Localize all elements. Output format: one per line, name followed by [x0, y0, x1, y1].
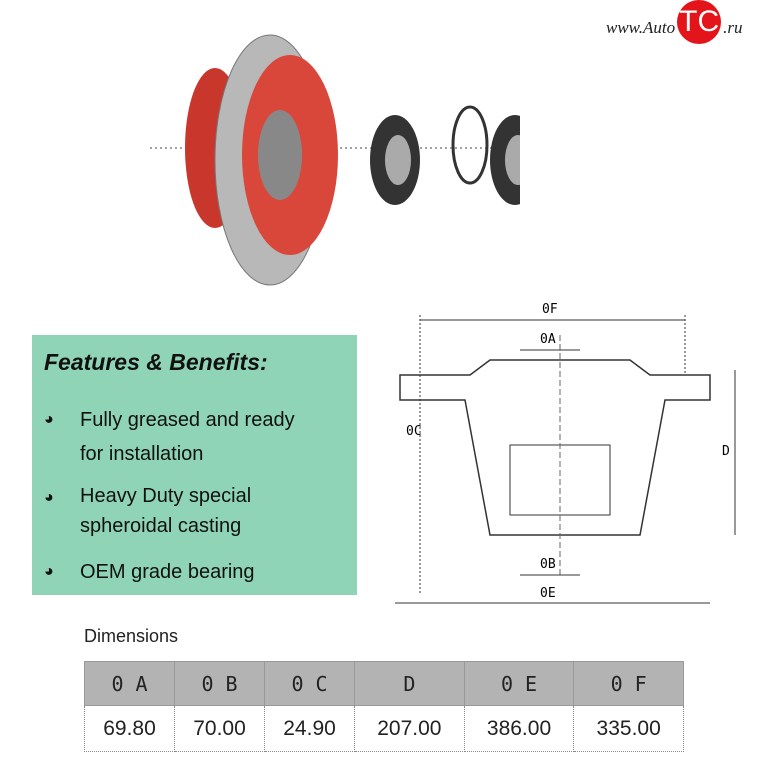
label-0c: 0C — [406, 424, 422, 439]
hub-product-image — [150, 34, 520, 286]
dimensions-title: Dimensions — [84, 626, 179, 646]
label-0e: 0E — [540, 586, 556, 601]
label-0b: 0B — [540, 557, 556, 572]
hub-cross-section-diagram: 0F 0A 0C D 0B 0E — [395, 302, 736, 604]
bullet-icon: ◕ — [44, 563, 54, 580]
feature-item: ◕ OEM grade bearing — [44, 555, 255, 589]
label-0a: 0A — [540, 332, 556, 347]
bullet-icon: ◕ — [44, 489, 54, 506]
bullet-icon: ◕ — [44, 411, 54, 428]
autotc-logo[interactable]: www.Auto TC .ru — [606, 0, 743, 48]
label-0f: 0F — [542, 302, 558, 317]
features-panel: Features & Benefits: ◕ Fully greased and… — [32, 335, 357, 595]
features-title: Features & Benefits: — [44, 349, 268, 375]
label-d: D — [722, 444, 730, 459]
